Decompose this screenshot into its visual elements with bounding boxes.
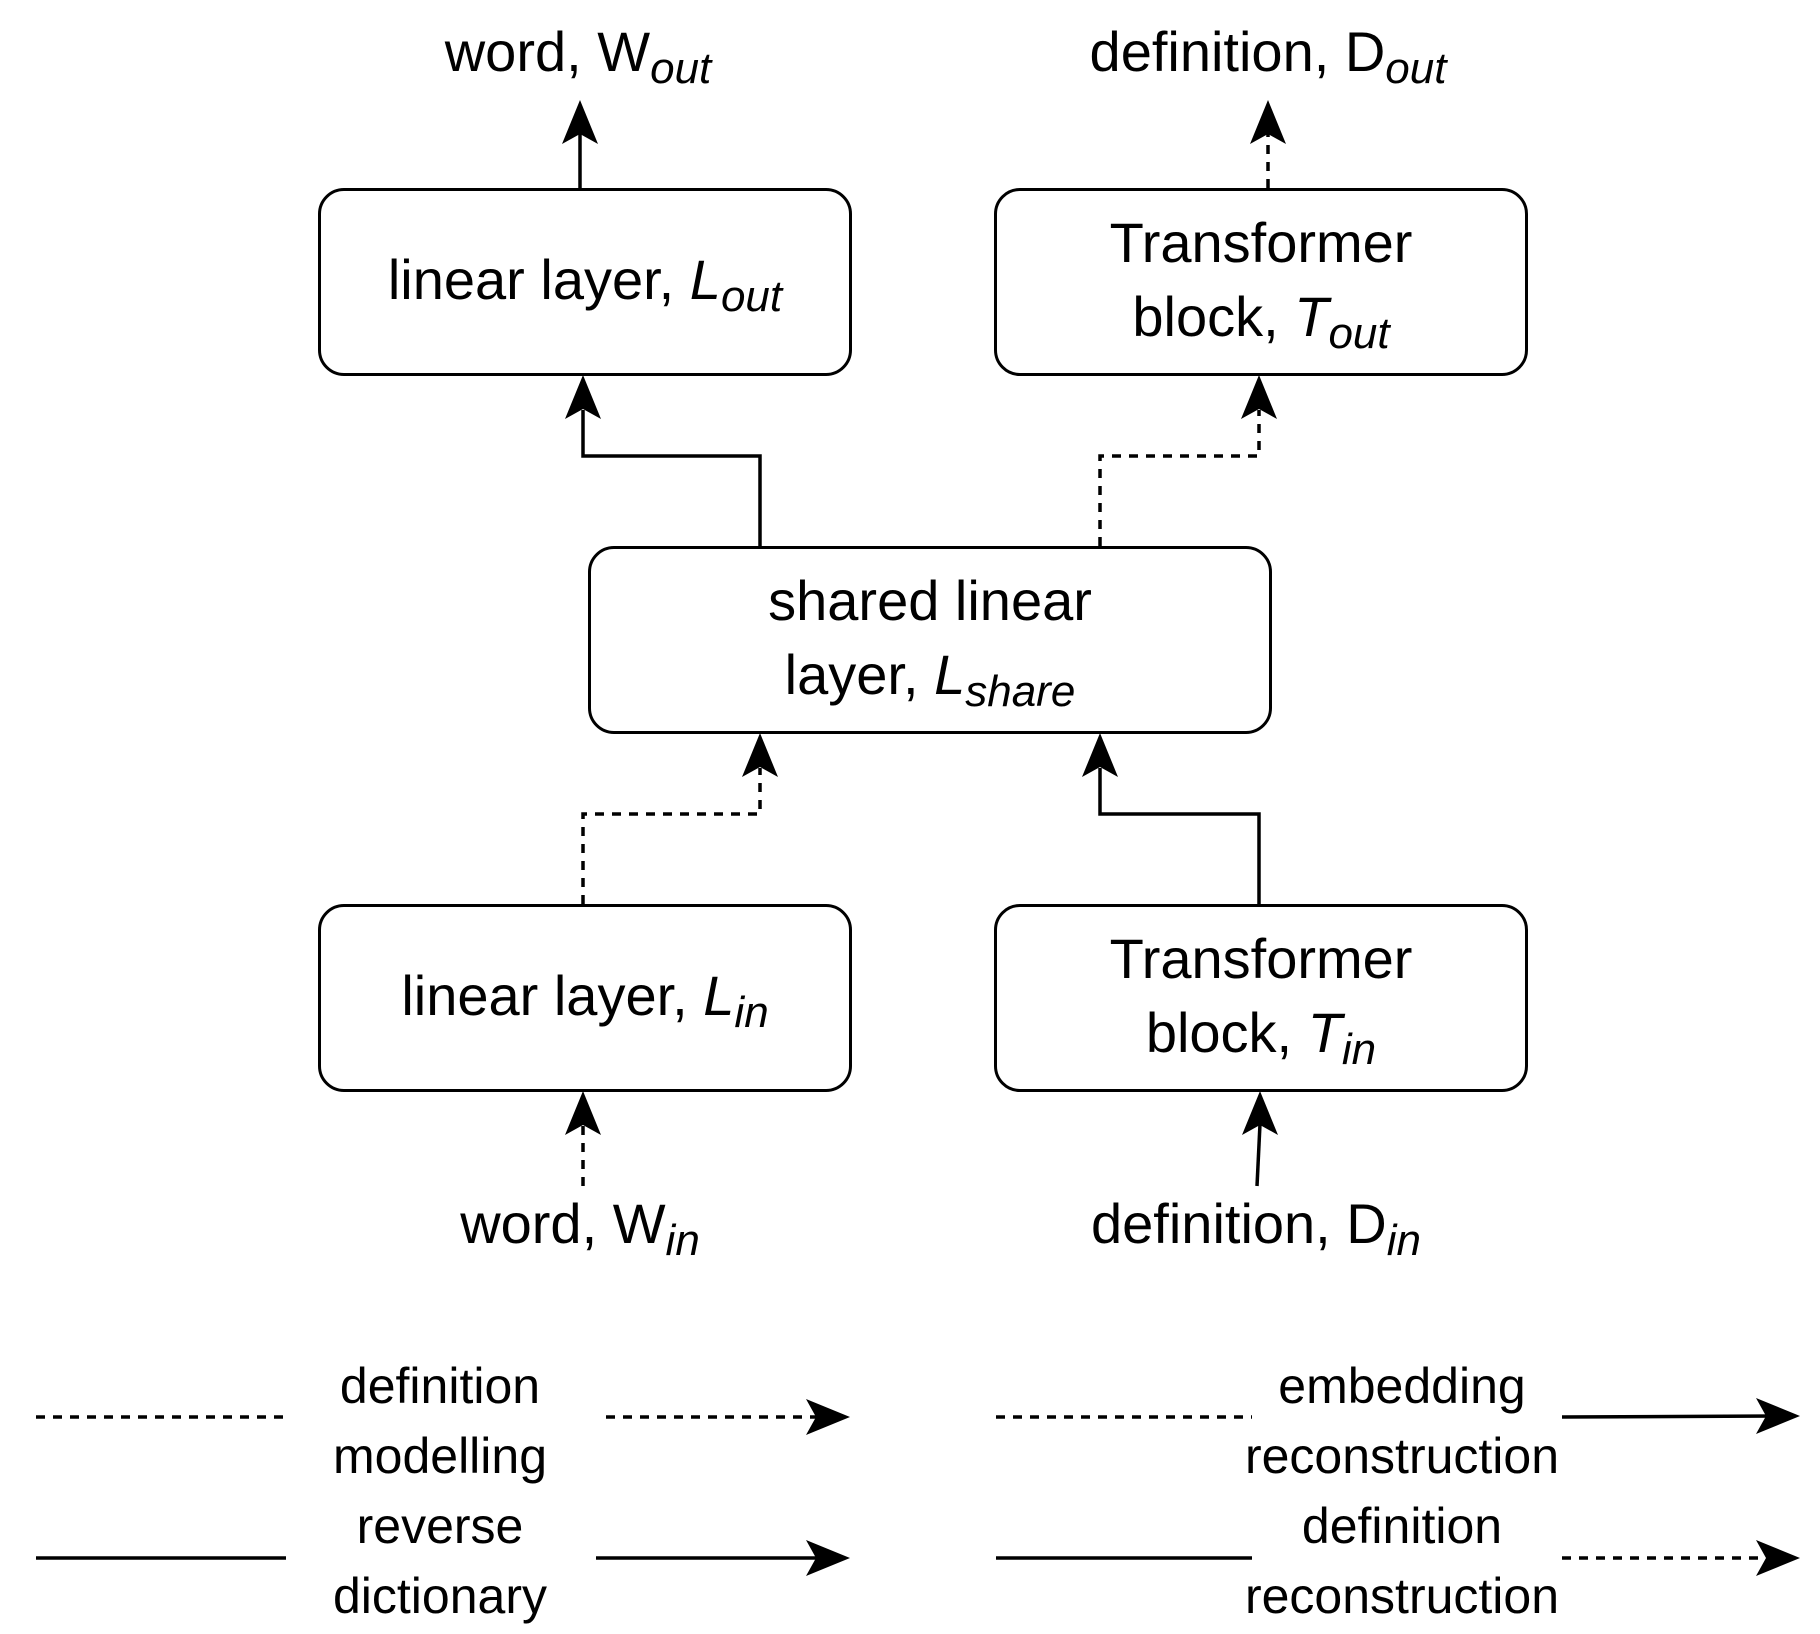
transformer-block-in-line1: Transformer bbox=[1109, 926, 1413, 990]
linear-layer-in-box: linear layer, Lin bbox=[318, 904, 852, 1092]
arrowhead-linear-in bbox=[565, 1091, 601, 1135]
edge-linear-in-to-shared bbox=[581, 768, 762, 904]
legend-definition-reconstruction-line2: reconstruction bbox=[1244, 1568, 1560, 1624]
legend-embedding-reconstruction-line1: embedding bbox=[1278, 1358, 1526, 1414]
arrowhead-word-out bbox=[562, 100, 598, 144]
linear-layer-in-var: L bbox=[703, 963, 735, 1027]
transformer-block-out-line2: block, Tout bbox=[1132, 280, 1389, 359]
arrowhead-linear-out bbox=[565, 375, 601, 419]
arrowhead-shared-left bbox=[742, 733, 778, 777]
transformer-block-out-text: block, bbox=[1132, 284, 1295, 348]
legend-definition-modelling-line1: definition bbox=[339, 1358, 541, 1414]
transformer-block-in-text: block, bbox=[1145, 1000, 1308, 1064]
shared-linear-layer-box: shared linear layer, Lshare bbox=[588, 546, 1272, 734]
word-in-label: word, Win bbox=[460, 1192, 700, 1265]
arrowhead-transformer-out bbox=[1241, 375, 1277, 419]
legend-reverse-dictionary-line1: reverse bbox=[356, 1498, 524, 1554]
definition-out-label: definition, Dout bbox=[1089, 20, 1447, 93]
legend-reverse-dictionary-line2: dictionary bbox=[333, 1568, 547, 1624]
transformer-block-in-box: Transformer block, Tin bbox=[994, 904, 1528, 1092]
definition-in-subscript: in bbox=[1386, 1216, 1421, 1265]
edge-definition-in-to-transformer-in bbox=[1255, 1123, 1262, 1187]
transformer-block-out-var: T bbox=[1294, 284, 1329, 348]
word-out-label: word, Wout bbox=[444, 20, 712, 93]
legend-arrowhead-3 bbox=[806, 1540, 850, 1576]
definition-out-subscript: out bbox=[1385, 44, 1447, 93]
linear-layer-out-text: linear layer, bbox=[387, 247, 690, 311]
transformer-block-out-box: Transformer block, Tout bbox=[994, 188, 1528, 376]
definition-in-text: definition, D bbox=[1091, 1192, 1387, 1255]
shared-linear-layer-subscript: share bbox=[965, 666, 1076, 716]
legend-arrowhead-4 bbox=[1756, 1540, 1800, 1576]
legend-arrowhead-2 bbox=[1756, 1398, 1800, 1434]
legend-definition-reconstruction: definition reconstruction bbox=[1245, 1491, 1559, 1631]
shared-linear-layer-text: layer, bbox=[784, 642, 935, 706]
word-in-text: word, W bbox=[460, 1192, 666, 1255]
transformer-block-in-var: T bbox=[1307, 1000, 1342, 1064]
linear-layer-out-subscript: out bbox=[720, 271, 783, 321]
linear-layer-in-text: linear layer, bbox=[401, 963, 704, 1027]
transformer-block-out-line1: Transformer bbox=[1109, 210, 1413, 274]
legend-definition-modelling-line2: modelling bbox=[332, 1428, 548, 1484]
linear-layer-in-subscript: in bbox=[734, 987, 769, 1037]
arrowhead-transformer-in bbox=[1242, 1091, 1278, 1135]
legend-arrowhead-1 bbox=[806, 1399, 850, 1435]
definition-in-label: definition, Din bbox=[1091, 1192, 1421, 1265]
edge-shared-to-transformer-out bbox=[1098, 410, 1261, 546]
arrowhead-shared-right bbox=[1082, 733, 1118, 777]
legend-definition-reconstruction-line1: definition bbox=[1301, 1498, 1503, 1554]
shared-linear-layer-line1: shared linear bbox=[768, 568, 1092, 632]
shared-linear-layer-var: L bbox=[934, 642, 966, 706]
legend-definition-modelling: definition modelling bbox=[333, 1351, 547, 1491]
linear-layer-out-var: L bbox=[689, 247, 721, 311]
legend-embedding-reconstruction: embedding reconstruction bbox=[1245, 1351, 1559, 1491]
legend-reverse-dictionary: reverse dictionary bbox=[333, 1491, 547, 1631]
definition-out-text: definition, D bbox=[1089, 20, 1386, 83]
transformer-block-in-subscript: in bbox=[1341, 1024, 1377, 1074]
edge-shared-to-linear-out bbox=[581, 410, 762, 546]
shared-linear-layer-line2: layer, Lshare bbox=[785, 638, 1076, 717]
legend-embedding-reconstruction-output-line bbox=[1561, 1414, 1777, 1419]
linear-layer-out-box: linear layer, Lout bbox=[318, 188, 852, 376]
word-in-subscript: in bbox=[665, 1216, 700, 1265]
word-out-subscript: out bbox=[650, 44, 712, 93]
word-out-text: word, W bbox=[444, 20, 651, 83]
legend-embedding-reconstruction-line2: reconstruction bbox=[1244, 1428, 1560, 1484]
transformer-block-in-line2: block, Tin bbox=[1146, 996, 1376, 1075]
edge-transformer-in-to-shared bbox=[1098, 768, 1261, 904]
arrowhead-definition-out bbox=[1250, 100, 1286, 144]
transformer-block-out-subscript: out bbox=[1328, 308, 1390, 358]
linear-layer-in-label: linear layer, Lin bbox=[401, 959, 768, 1038]
linear-layer-out-label: linear layer, Lout bbox=[388, 243, 782, 322]
